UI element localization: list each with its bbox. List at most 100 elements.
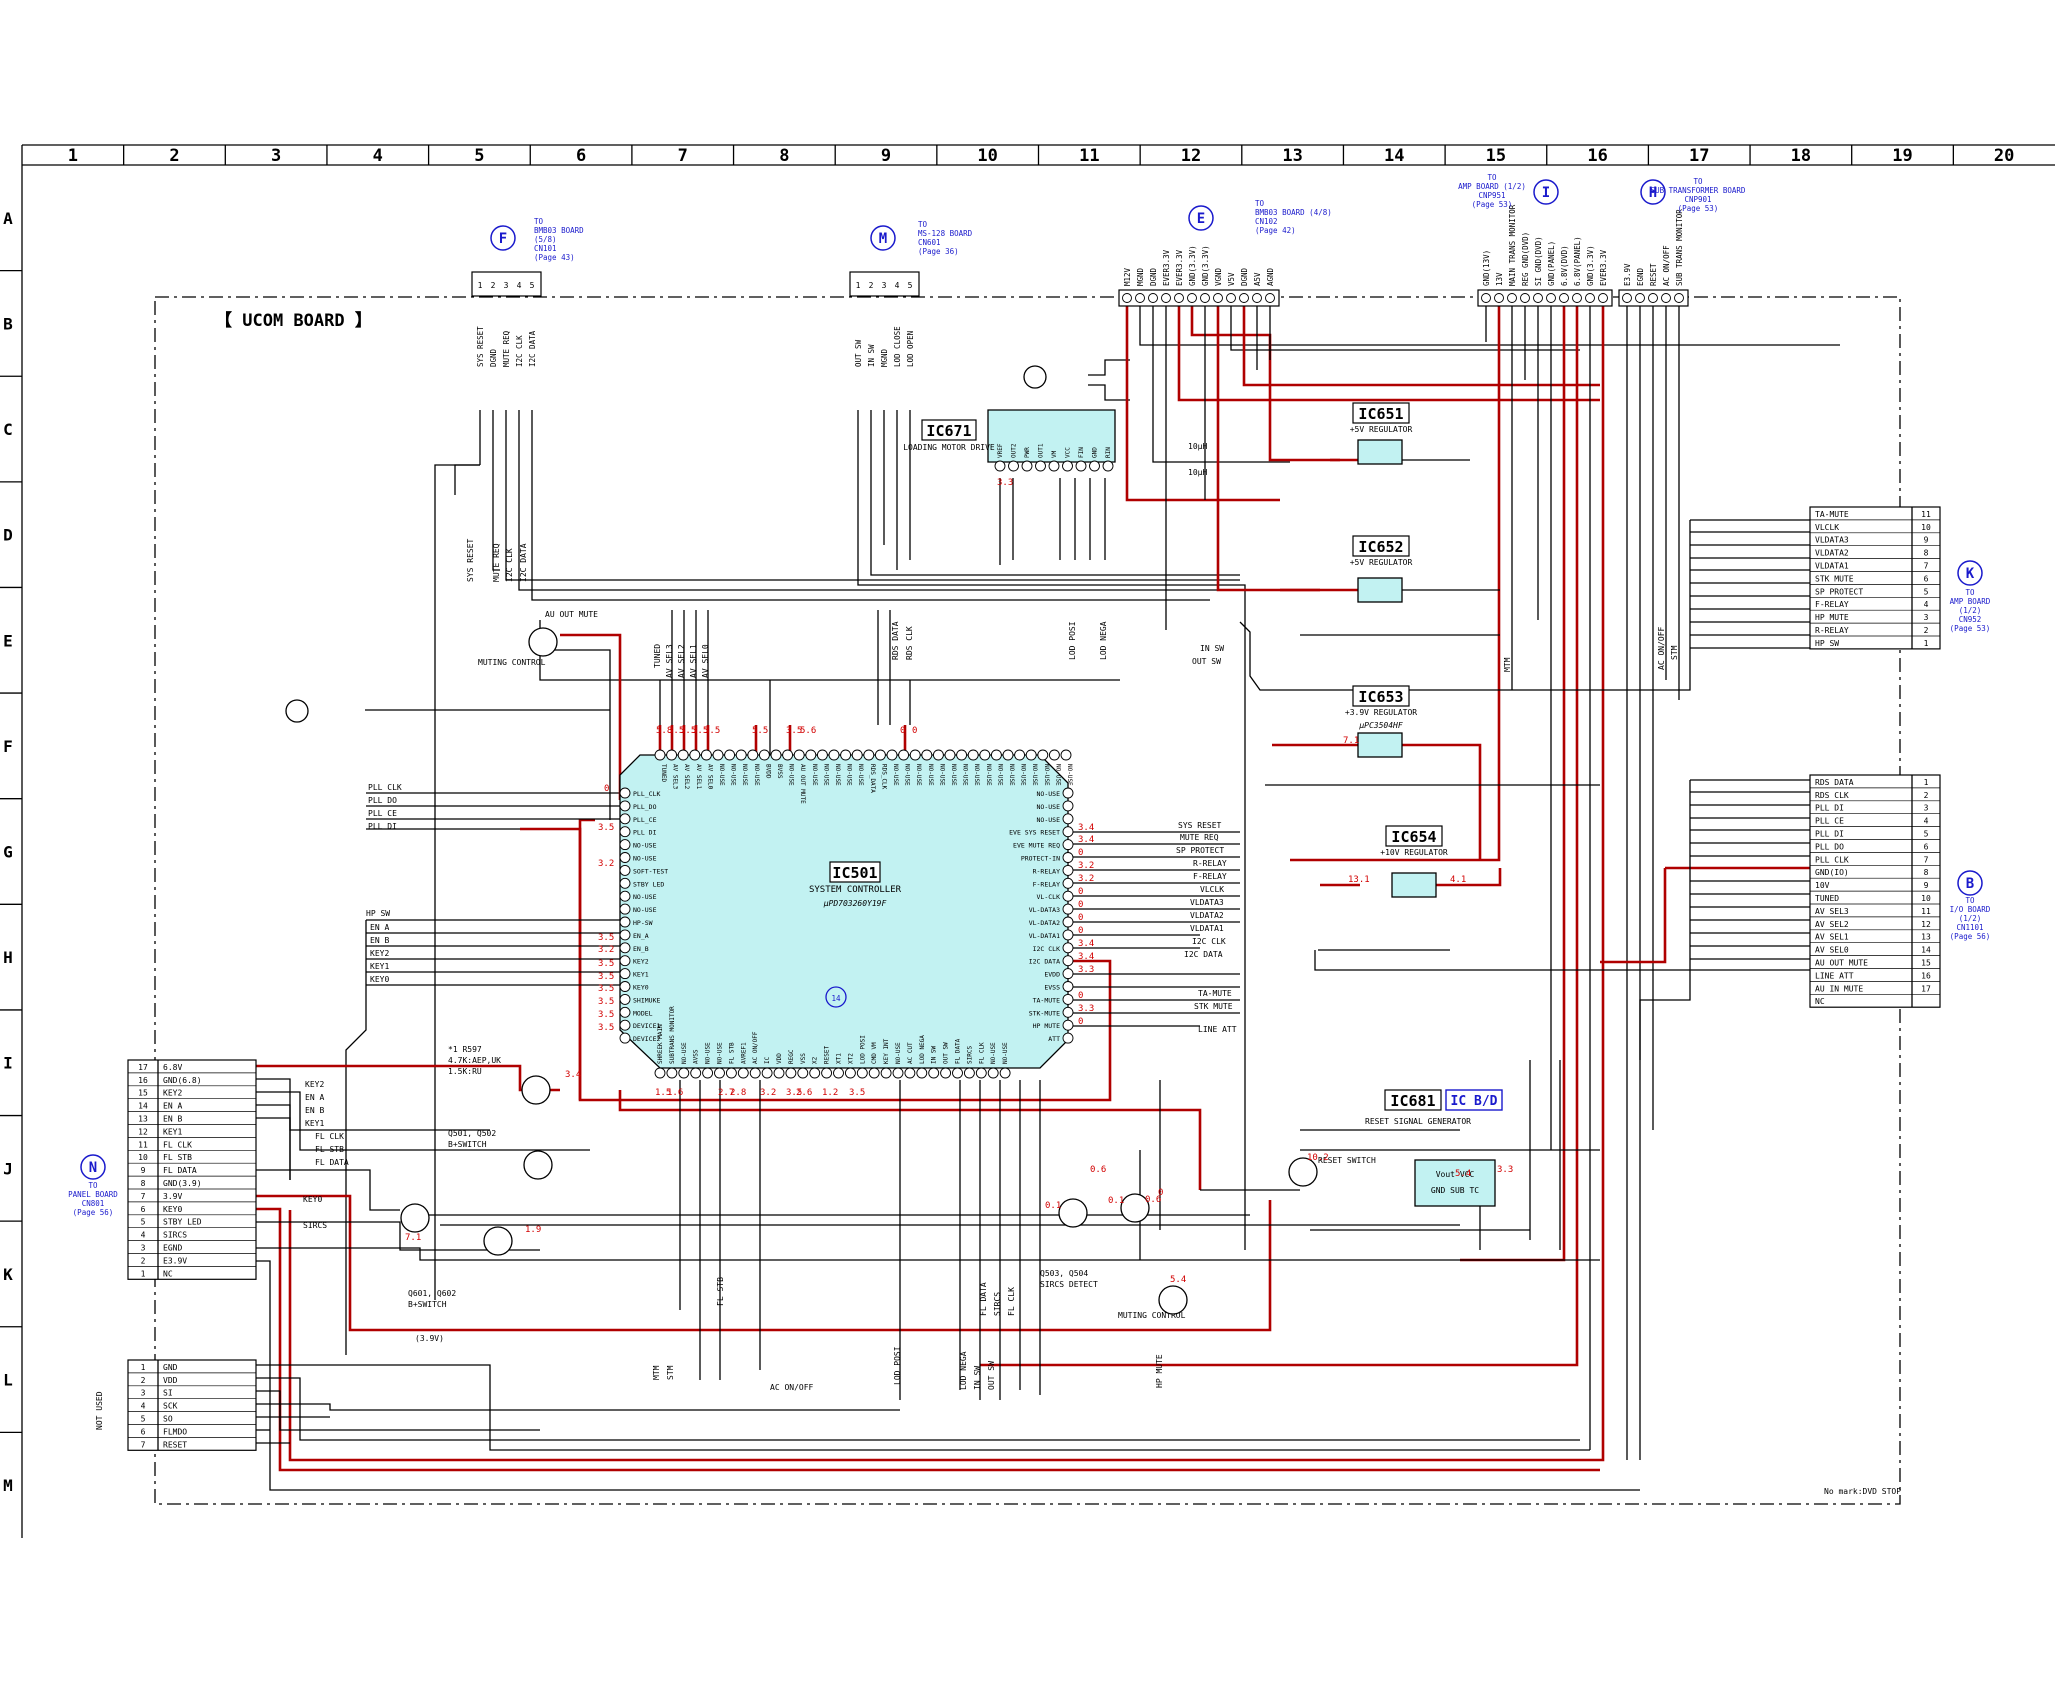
ic501-bottom-pin-label: VSS	[800, 1053, 807, 1064]
row-label-E: E	[3, 631, 13, 650]
conn-k-to-text: (Page 53)	[1950, 624, 1991, 633]
conn-n-cell: NC	[163, 1269, 173, 1278]
conn-i-letter: I	[1542, 185, 1550, 201]
conn-b-cell: 3	[1924, 804, 1929, 813]
conn-b-to-text: CN1101	[1956, 923, 1983, 932]
sig-q601: Q601, Q602	[408, 1289, 456, 1298]
conn-i-pin	[1572, 293, 1582, 303]
vsig-mute-req: MUTE REQ	[492, 543, 501, 582]
conn-b-cell: 12	[1921, 920, 1931, 929]
conn-e-pin-label: EVER3.3V	[1175, 249, 1184, 286]
sig-f-relay: F-RELAY	[1193, 872, 1227, 881]
ic671-pin-label: GND	[1092, 447, 1099, 458]
vsig-mtm-2: MTM	[652, 1365, 661, 1380]
conn-n-to-text: CN801	[82, 1199, 105, 1208]
conn-f-pin-number: 5	[530, 281, 535, 290]
conn-f-letter: F	[499, 231, 507, 247]
voltage-reading: 0	[604, 784, 609, 794]
col-label-1: 1	[68, 146, 78, 166]
voltage-reading: 3.5	[598, 984, 614, 994]
conn-k-to-text: AMP BOARD	[1950, 597, 1991, 606]
conn-b-cell: 11	[1921, 907, 1931, 916]
conn-n-cell: 15	[138, 1089, 148, 1098]
ic501-top-pin	[1014, 749, 1026, 761]
signal-labels: SYS RESET MUTE REQ SP PROTECT R-RELAY F-…	[303, 442, 1679, 1392]
row-label-F: F	[3, 737, 13, 756]
conn-k-letter: K	[1966, 566, 1975, 582]
voltage-reading: 1.9	[525, 1225, 541, 1235]
ic501-right-pin	[1062, 839, 1074, 851]
voltage-reading: 3.5	[704, 726, 720, 736]
conn-notused-cell: 6	[141, 1427, 146, 1436]
conn-notused-cell: VDD	[163, 1376, 178, 1385]
conn-b-cell: AU IN MUTE	[1815, 984, 1863, 993]
vsig-hp-mute: HP MUTE	[1155, 1354, 1164, 1388]
conn-b-cell: PLL CLK	[1815, 855, 1849, 864]
ic501-bottom-pin	[666, 1067, 678, 1079]
row-label-D: D	[3, 526, 13, 545]
ic501-bottom-pin	[999, 1067, 1011, 1079]
vsig-tuned: TUNED	[653, 644, 662, 668]
ic501-left-pin	[619, 968, 631, 980]
ic501-bottom-pin-label: OUT SW	[943, 1042, 950, 1064]
ic501-left-pin-label: DEVICE2	[633, 1035, 660, 1043]
ic501-top-pin	[816, 749, 828, 761]
ic671-pin	[1062, 460, 1073, 472]
n-key2: KEY2	[305, 1080, 324, 1089]
voltage-reading: 3.4	[1078, 823, 1094, 833]
conn-n-cell: 3.9V	[163, 1192, 182, 1201]
conn-f-to-text: (5/8)	[534, 235, 557, 244]
voltage-reading: 3.4	[1078, 835, 1094, 845]
sig-q601-fn: B+SWITCH	[408, 1300, 447, 1309]
ic501-left-pin-label: DEVICE1	[633, 1022, 660, 1030]
conn-n-cell: KEY2	[163, 1089, 182, 1098]
ic501-right-pin	[1062, 864, 1074, 876]
ic501-right-pin-label: HP MUTE	[1033, 1022, 1060, 1030]
voltage-reading: 0.6	[1145, 1195, 1161, 1205]
conn-b-cell: 8	[1924, 868, 1929, 877]
conn-notused-cell: RESET	[163, 1440, 187, 1449]
conn-e-pin-label: DGND	[1149, 267, 1158, 286]
col-label-6: 6	[576, 146, 586, 166]
conn-notused-cell: SI	[163, 1389, 173, 1398]
ic671-pin	[1075, 460, 1087, 472]
row-label-H: H	[3, 948, 13, 967]
ic671-pin	[1102, 460, 1114, 472]
conn-m-letter: M	[879, 231, 887, 247]
voltage-reading: 3.3	[1497, 1165, 1513, 1175]
ic501-right-pin-label: NO-USE	[1037, 816, 1061, 824]
voltage-reading: 3.5	[692, 726, 708, 736]
conn-i-pin-label: MAIN TRANS MONITOR	[1508, 204, 1517, 286]
ic501-left-pin-label: NO-USE	[633, 842, 657, 850]
voltage-reading: 0	[1078, 991, 1083, 1001]
ic501-left-pin	[619, 787, 631, 799]
conn-e-letter: E	[1197, 211, 1205, 227]
sig-out-sw: OUT SW	[1192, 657, 1221, 666]
ic671-pin-label: VM	[1051, 450, 1058, 458]
ic501-right-pin-label: PROTECT-IN	[1021, 855, 1060, 863]
ic501-top-pin-label: NO-USE	[846, 764, 853, 786]
conn-b-cell: AV SEL1	[1815, 933, 1849, 942]
ic671-pin-label: FIN	[1078, 447, 1085, 458]
voltage-reading: 5.5	[752, 726, 768, 736]
conn-n-cell: 12	[138, 1127, 148, 1136]
ic501-bottom-pin	[690, 1067, 702, 1079]
ic501-ref: IC501	[832, 864, 877, 882]
conn-b-cell: PLL CE	[1815, 817, 1844, 826]
conn-f-pin-label: I2C DATA	[528, 330, 537, 367]
ic681-tag: IC B/D	[1451, 1094, 1498, 1109]
transistors	[285, 365, 1318, 1315]
conn-k-cell: VLDATA1	[1815, 562, 1849, 571]
ic501-top-pin-label: BVDD	[764, 764, 771, 779]
ic501-bottom-pin-label: IC	[764, 1056, 771, 1064]
ic654-regulator: IC654 +10V REGULATOR	[1380, 825, 1448, 898]
conn-notused-cell: 4	[141, 1402, 146, 1411]
ic501-bottom-pin-label: SHREEK MAIN	[657, 1024, 664, 1064]
ic501-bottom-pin-label: SIRCS	[966, 1046, 973, 1064]
ic501-bottom-pin	[952, 1067, 963, 1079]
conn-k-cell: 9	[1924, 536, 1929, 545]
conn-k-cell: 7	[1924, 562, 1929, 571]
ic501-left-pin	[619, 877, 631, 889]
ic501-top-pin	[921, 749, 933, 761]
ic501-top-pin-label: RDS_CLK	[880, 764, 887, 790]
